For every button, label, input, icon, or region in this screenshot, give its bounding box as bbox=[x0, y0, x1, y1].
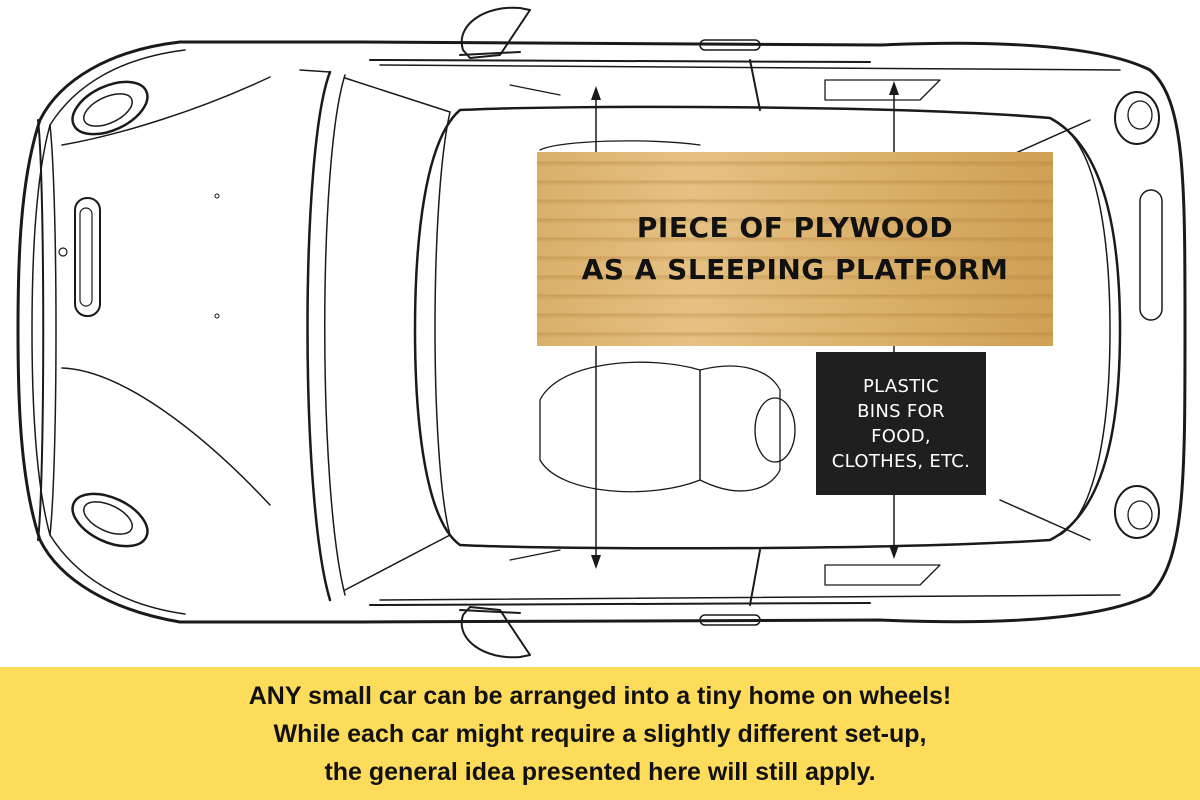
caption-line: ANY small car can be arranged into a tin… bbox=[248, 681, 952, 710]
taillight-icon bbox=[1114, 91, 1160, 539]
side-mirror-icon bbox=[459, 6, 531, 659]
plywood-platform-label: PIECE OF PLYWOOD AS A SLEEPING PLATFORM bbox=[537, 152, 1053, 346]
car-diagram: PIECE OF PLYWOOD AS A SLEEPING PLATFORM … bbox=[16, 6, 1187, 659]
bins-label-line: BINS FOR bbox=[857, 400, 945, 422]
caption-line: While each car might require a slightly … bbox=[273, 719, 927, 748]
headlight-icon bbox=[71, 80, 149, 548]
car-top-view-drawing bbox=[16, 6, 1187, 659]
plywood-label-line: PIECE OF PLYWOOD bbox=[636, 211, 954, 244]
bins-label-line: PLASTIC bbox=[862, 375, 939, 397]
plywood-label-line: AS A SLEEPING PLATFORM bbox=[581, 253, 1009, 286]
seat-icon bbox=[539, 140, 796, 493]
bins-label-line: FOOD, bbox=[871, 425, 931, 447]
plastic-bins-label: PLASTIC BINS FOR FOOD, CLOTHES, ETC. bbox=[816, 352, 986, 495]
bins-label-line: CLOTHES, ETC. bbox=[831, 450, 971, 472]
caption-line: the general idea presented here will sti… bbox=[324, 757, 876, 786]
caption-banner: ANY small car can be arranged into a tin… bbox=[0, 667, 1200, 800]
